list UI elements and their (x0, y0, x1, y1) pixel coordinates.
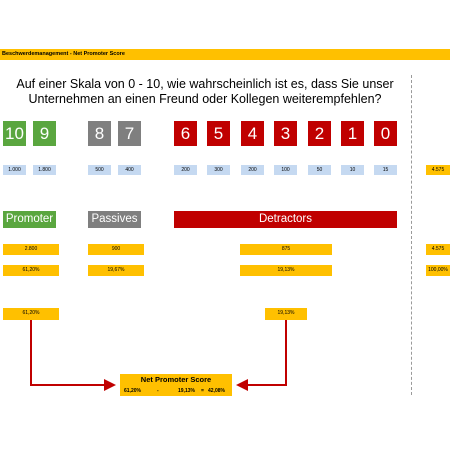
score-box-7[interactable]: 7 (118, 121, 141, 146)
total-count-cell-2[interactable]: 4.575 (426, 244, 450, 255)
count-cell-9[interactable]: 1.800 (33, 165, 56, 175)
score-box-0[interactable]: 0 (374, 121, 397, 146)
count-cell-7[interactable]: 400 (118, 165, 141, 175)
count-cell-4[interactable]: 200 (241, 165, 264, 175)
nps-result-value: 42,08% (208, 388, 225, 394)
promoter-percent-cell[interactable]: 61,20% (3, 265, 59, 276)
survey-question: Auf einer Skala von 0 - 10, wie wahrsche… (10, 77, 400, 107)
promoter-count-cell[interactable]: 2.800 (3, 244, 59, 255)
passives-percent-cell[interactable]: 19,67% (88, 265, 144, 276)
score-box-2[interactable]: 2 (308, 121, 331, 146)
score-box-10[interactable]: 10 (3, 121, 26, 146)
score-box-8[interactable]: 8 (88, 121, 111, 146)
detractors-count-cell[interactable]: 875 (240, 244, 332, 255)
column-separator (411, 75, 412, 395)
count-cell-3[interactable]: 100 (274, 165, 297, 175)
score-box-4[interactable]: 4 (241, 121, 264, 146)
promoter-label: Promoter (3, 211, 56, 228)
promoter-arrow (30, 320, 116, 391)
passives-count-cell[interactable]: 900 (88, 244, 144, 255)
nps-minus-sign: - (157, 388, 159, 394)
score-box-1[interactable]: 1 (341, 121, 364, 146)
detractors-percent-cell[interactable]: 19,13% (240, 265, 332, 276)
nps-equals-sign: = (201, 388, 204, 394)
score-box-5[interactable]: 5 (207, 121, 230, 146)
detractors-label: Detractors (174, 211, 397, 228)
count-cell-8[interactable]: 500 (88, 165, 111, 175)
nps-detractor-pct: 19,13% (178, 388, 195, 394)
header-bar (0, 49, 450, 60)
count-cell-5[interactable]: 300 (207, 165, 230, 175)
score-box-6[interactable]: 6 (174, 121, 197, 146)
promoter-carry-cell[interactable]: 61,20% (3, 308, 59, 320)
nps-title: Net Promoter Score (140, 375, 212, 384)
detractors-carry-cell[interactable]: 19,13% (265, 308, 307, 320)
total-percent-cell[interactable]: 100,00% (426, 265, 450, 276)
question-line-2: Unternehmen an einen Freund oder Kollege… (28, 92, 382, 106)
count-cell-0[interactable]: 15 (374, 165, 397, 175)
count-cell-2[interactable]: 50 (308, 165, 331, 175)
count-cell-6[interactable]: 200 (174, 165, 197, 175)
score-box-9[interactable]: 9 (33, 121, 56, 146)
count-cell-10[interactable]: 1.000 (3, 165, 26, 175)
total-count-cell[interactable]: 4.575 (426, 165, 450, 175)
sheet-title: Beschwerdemanagement - Net Promoter Scor… (2, 51, 125, 57)
nps-promoter-pct: 61,20% (124, 388, 141, 394)
score-box-3[interactable]: 3 (274, 121, 297, 146)
passives-label: Passives (88, 211, 141, 228)
question-line-1: Auf einer Skala von 0 - 10, wie wahrsche… (16, 77, 394, 91)
nps-result-box[interactable] (120, 374, 232, 396)
count-cell-1[interactable]: 10 (341, 165, 364, 175)
detractor-arrow (236, 320, 287, 391)
